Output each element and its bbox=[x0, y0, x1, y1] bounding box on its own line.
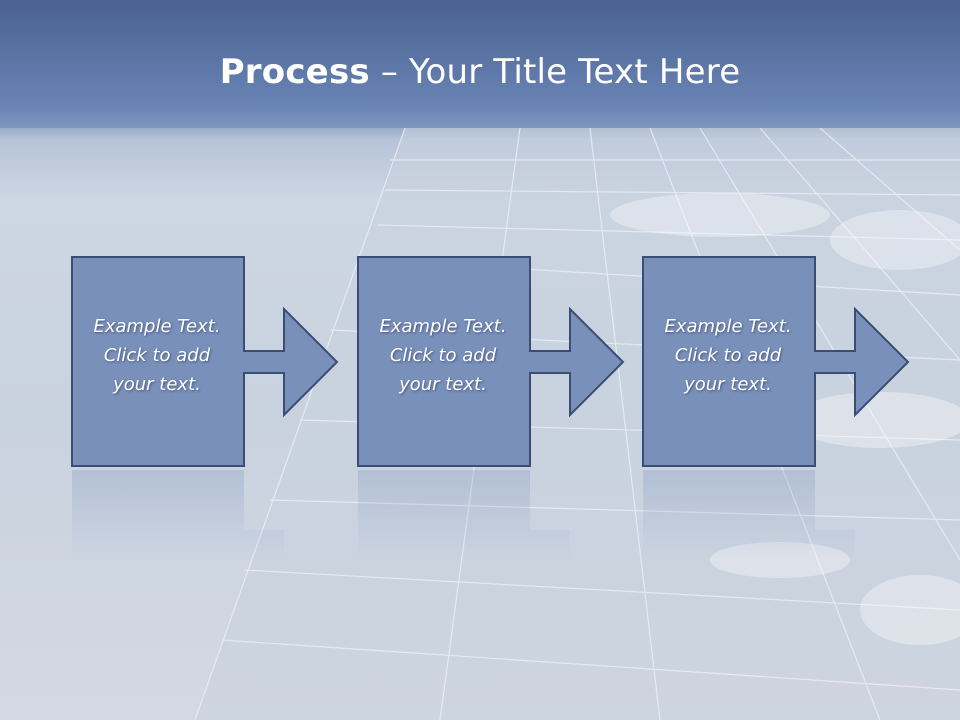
process-step-3[interactable]: Example Text. Click to add your text. bbox=[642, 256, 912, 468]
step-arrow-shape bbox=[642, 256, 910, 467]
step-line-3: your text. bbox=[399, 374, 487, 395]
step-line-2: Click to add bbox=[389, 345, 497, 366]
process-step-1[interactable]: Example Text. Click to add your text. bbox=[71, 256, 341, 468]
title-rest: – Your Title Text Here bbox=[369, 52, 741, 92]
step-line-1: Example Text. bbox=[379, 316, 507, 337]
step-line-2: Click to add bbox=[103, 345, 211, 366]
step-line-1: Example Text. bbox=[664, 316, 792, 337]
step-line-3: your text. bbox=[684, 374, 772, 395]
slide-title[interactable]: Process – Your Title Text Here bbox=[0, 52, 960, 92]
step-text: Example Text. Click to add your text. bbox=[357, 312, 529, 399]
process-step-2[interactable]: Example Text. Click to add your text. bbox=[357, 256, 627, 468]
title-bold: Process bbox=[219, 52, 370, 92]
title-bar bbox=[0, 0, 960, 128]
step-reflection-3 bbox=[642, 470, 912, 560]
step-arrow-shape bbox=[357, 256, 625, 467]
step-reflection-2 bbox=[357, 470, 627, 560]
step-line-2: Click to add bbox=[674, 345, 782, 366]
step-line-1: Example Text. bbox=[93, 316, 221, 337]
step-line-3: your text. bbox=[113, 374, 201, 395]
step-text: Example Text. Click to add your text. bbox=[642, 312, 814, 399]
step-reflection-1 bbox=[71, 470, 341, 560]
step-text: Example Text. Click to add your text. bbox=[71, 312, 243, 399]
step-arrow-shape bbox=[71, 256, 339, 467]
